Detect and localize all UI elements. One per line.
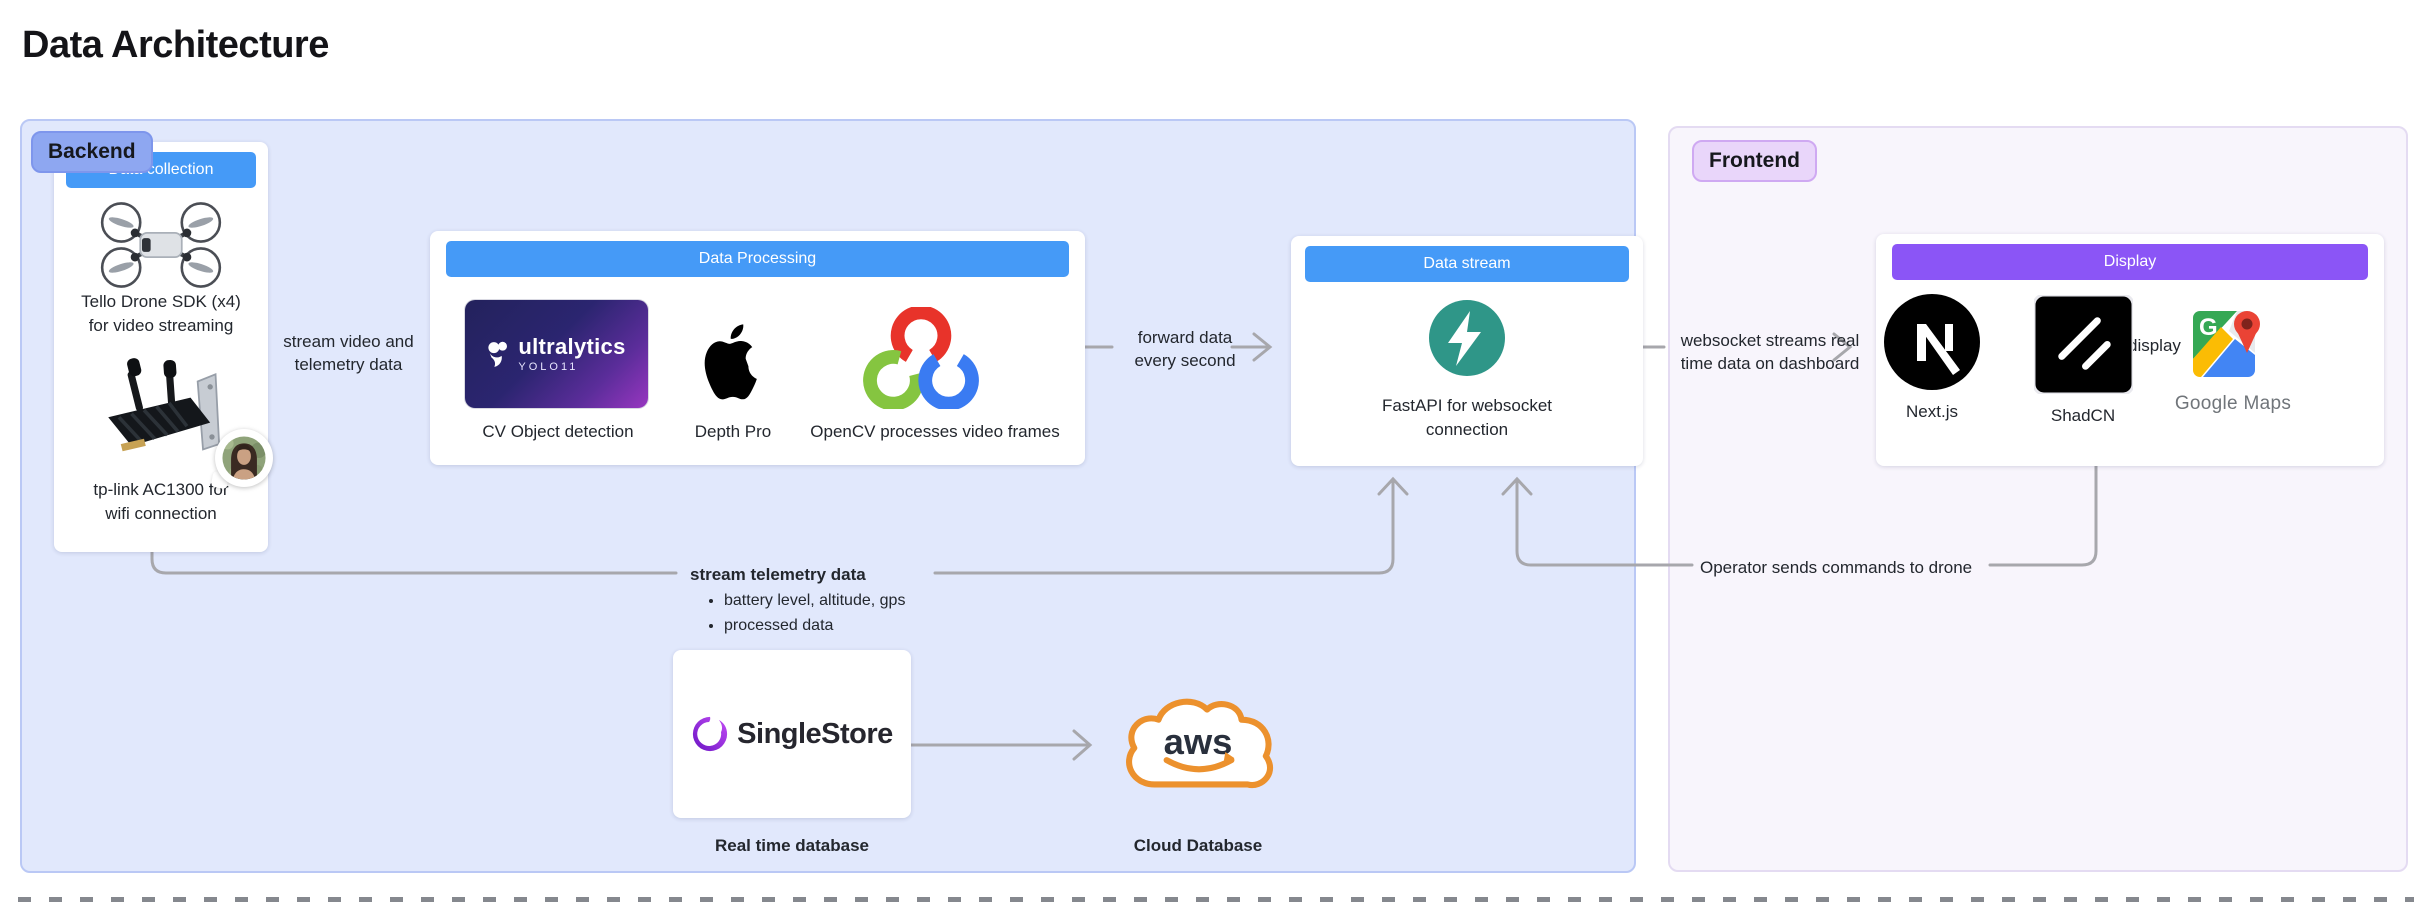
google-maps-icon[interactable]: G	[2191, 304, 2275, 384]
depthpro-caption: Depth Pro	[694, 422, 772, 441]
display-header: Display	[1892, 244, 2368, 280]
collaborator-avatar[interactable]	[210, 429, 273, 490]
operator-label: Operator sends commands to drone	[1700, 558, 1973, 577]
data-stream-card[interactable]: Data stream FastAPI for websocket connec…	[1291, 236, 1643, 466]
shadcn-caption: ShadCN	[2050, 406, 2116, 425]
page-title: Data Architecture	[22, 24, 329, 66]
stream-telemetry-label: stream telemetry data	[690, 565, 866, 584]
singlestore-caption: Real time database	[714, 836, 869, 855]
apple-logo-icon[interactable]	[702, 315, 764, 409]
ultralytics-caption: CV Object detection	[482, 422, 634, 441]
data-stream-header: Data stream	[1305, 246, 1629, 282]
nextjs-logo-icon[interactable]	[1884, 294, 1980, 390]
aws-wordmark: aws	[1164, 721, 1233, 762]
fastapi-icon[interactable]	[1429, 300, 1505, 376]
drone-caption: Tello Drone SDK (x4) for video streaming	[81, 292, 241, 335]
websocket-label: websocket streams real time data on dash…	[1680, 331, 1860, 373]
display-inline-label: display	[2128, 336, 2181, 355]
data-collection-card[interactable]: Data collection Tello Drone SDK (x4) for…	[54, 142, 268, 552]
yolo11-wordmark: YOLO11	[518, 360, 579, 373]
forward-data-label: forward data every second	[1134, 328, 1236, 370]
tplink-wifi-card-icon	[108, 358, 221, 452]
display-card[interactable]: Display display Next.js ShadCN G	[1876, 234, 2384, 466]
nextjs-caption: Next.js	[1906, 402, 1958, 421]
telemetry-bullet: processed data	[724, 613, 905, 638]
telemetry-bullet: battery level, altitude, gps	[724, 588, 905, 613]
tplink-caption: tp-link AC1300 for wifi connection	[93, 480, 229, 523]
avatar-photo	[222, 436, 266, 480]
telemetry-bullet-list: battery level, altitude, gps processed d…	[700, 588, 905, 638]
cropped-bottom-text-edge	[18, 897, 2414, 902]
opencv-logo-icon[interactable]	[862, 307, 980, 409]
aws-caption: Cloud Database	[1133, 836, 1263, 855]
singlestore-card[interactable]: SingleStore	[673, 650, 911, 818]
svg-text:G: G	[2199, 314, 2218, 341]
stream-video-label: stream video and telemetry data	[283, 332, 414, 374]
ultralytics-logo-icon	[488, 341, 508, 367]
ultralytics-wordmark: ultralytics	[518, 333, 626, 359]
aws-cloud-icon[interactable]: aws	[1112, 690, 1284, 804]
opencv-caption: OpenCV processes video frames	[810, 422, 1060, 441]
backend-label[interactable]: Backend	[31, 131, 153, 174]
google-maps-wordmark: Google Maps	[2174, 393, 2292, 414]
singlestore-wordmark: SingleStore	[737, 717, 893, 750]
singlestore-logo-icon	[693, 716, 728, 752]
fastapi-caption: FastAPI for websocket connection	[1381, 396, 1553, 439]
ultralytics-yolo-tile[interactable]: ultralytics YOLO11	[465, 300, 648, 408]
data-processing-header: Data Processing	[446, 241, 1069, 277]
frontend-label[interactable]: Frontend	[1692, 140, 1817, 183]
shadcn-logo-icon[interactable]	[2034, 295, 2133, 394]
tello-drone-icon	[100, 202, 222, 288]
data-processing-card[interactable]: Data Processing ultralytics YOLO11 CV Ob…	[430, 231, 1085, 465]
